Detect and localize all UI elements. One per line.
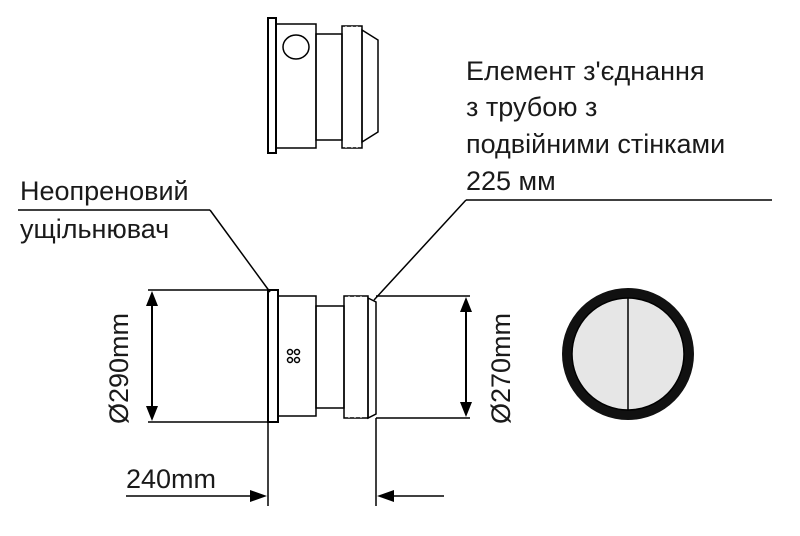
dim-270-arrow: [460, 297, 472, 417]
element-label-line3: подвійними стінками: [466, 129, 725, 159]
adapter-top-view: [267, 17, 379, 154]
element-label-line4: 225 мм: [466, 166, 556, 196]
element-label-line2: з трубою з: [466, 92, 597, 122]
adapter-side-view: [267, 289, 377, 423]
left-extension-lines: [148, 289, 268, 423]
adapter-end-view: [562, 288, 694, 420]
dim-length-lines: [126, 418, 444, 506]
dim-290-arrow: [146, 291, 158, 421]
seal-label-line2: ущільнювач: [20, 214, 169, 244]
dim-outer-diameter: Ø290mm: [104, 313, 134, 424]
dim-inner-diameter: Ø270mm: [486, 313, 516, 424]
seal-label-line1: Неопреновий: [20, 176, 189, 206]
dim-length: 240mm: [126, 464, 216, 494]
element-leader-line: [373, 199, 772, 301]
right-extension-lines: [376, 295, 470, 419]
seal-leader-line: [18, 209, 271, 293]
element-label-line1: Елемент з'єднання: [466, 56, 705, 86]
